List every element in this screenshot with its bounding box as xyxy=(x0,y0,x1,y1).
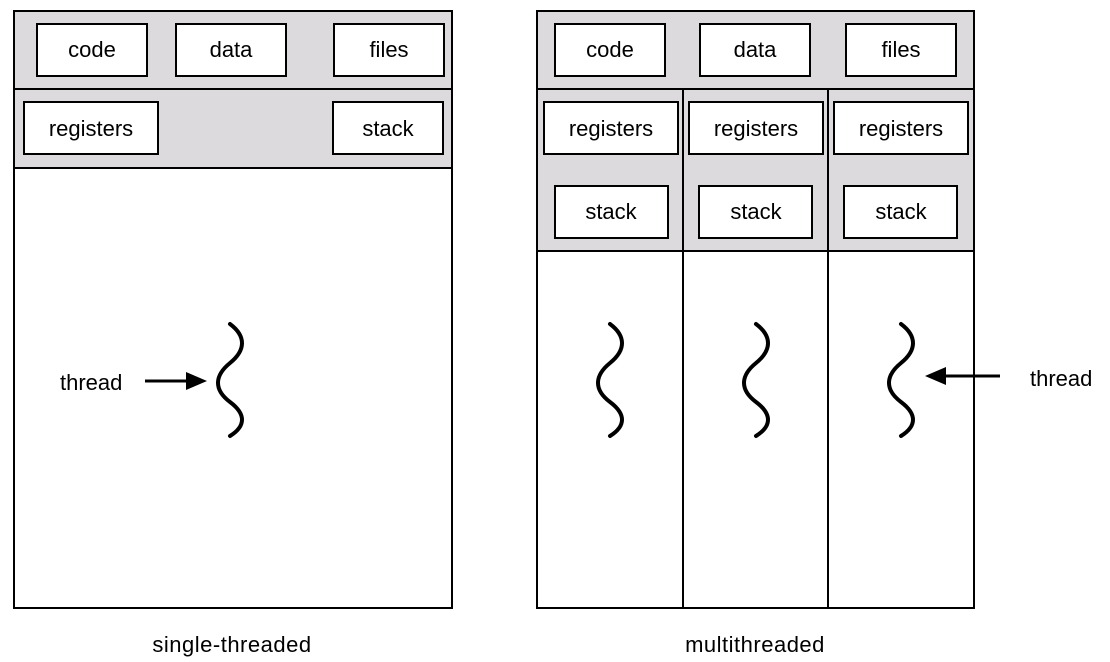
single-caption: single-threaded xyxy=(152,632,311,657)
multi-registers-box-1 xyxy=(543,101,679,155)
multi-files-box: files xyxy=(845,23,957,77)
multi-data-label: data xyxy=(734,37,778,62)
multi-registers-label-1: registers xyxy=(569,116,653,141)
multi-thread-label: thread xyxy=(1030,366,1092,391)
multithreaded-process: code data files registers stack register… xyxy=(536,10,1092,657)
multi-data-box: data xyxy=(699,23,811,77)
multi-registers-box-2 xyxy=(688,101,824,155)
multi-registers-label-2: registers xyxy=(714,116,798,141)
squiggle-thread-icon xyxy=(596,322,624,438)
multi-stack-box-2 xyxy=(698,185,813,239)
multi-process-frame xyxy=(536,10,975,609)
multi-stack-label-2: stack xyxy=(730,199,782,224)
single-stack-label: stack xyxy=(362,116,414,141)
multi-stack-label-1: stack xyxy=(585,199,637,224)
single-registers-label: registers xyxy=(49,116,133,141)
multi-code-box: code xyxy=(554,23,666,77)
multi-caption: multithreaded xyxy=(685,632,825,657)
multi-stack-label-3: stack xyxy=(875,199,927,224)
single-data-label: data xyxy=(210,37,254,62)
multi-stack-box-1 xyxy=(554,185,669,239)
multi-stack-box-3 xyxy=(843,185,958,239)
single-stack-box: stack xyxy=(332,101,444,155)
multi-registers-label-3: registers xyxy=(859,116,943,141)
multi-files-label: files xyxy=(881,37,920,62)
squiggle-thread-icon xyxy=(742,322,770,438)
squiggle-thread-icon xyxy=(887,322,915,438)
single-code-box: code xyxy=(36,23,148,77)
arrow-icon xyxy=(925,367,1000,385)
single-code-label: code xyxy=(68,37,116,62)
single-files-box: files xyxy=(333,23,445,77)
single-threaded-process: code data files registers stack thread s… xyxy=(13,10,453,657)
single-data-box: data xyxy=(175,23,287,77)
single-process-frame xyxy=(13,10,453,609)
arrow-icon xyxy=(145,372,207,390)
single-thread-label: thread xyxy=(60,370,122,395)
multi-thread-column-2: registers stack xyxy=(688,101,824,438)
multi-registers-box-3 xyxy=(833,101,969,155)
multi-thread-column-3: registers stack xyxy=(833,101,969,438)
single-files-label: files xyxy=(369,37,408,62)
multi-code-label: code xyxy=(586,37,634,62)
squiggle-thread-icon xyxy=(216,322,244,438)
multi-thread-column-1: registers stack xyxy=(543,101,679,438)
single-registers-box: registers xyxy=(23,101,159,155)
